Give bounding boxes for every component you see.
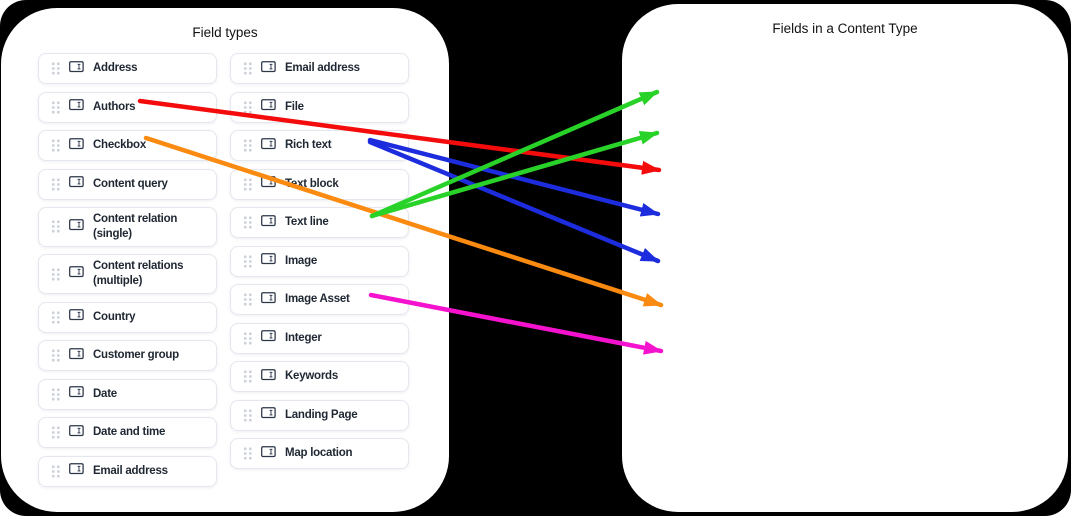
- field-type-input-icon: [69, 308, 84, 326]
- field-type-item[interactable]: Landing Page: [230, 399, 409, 431]
- field-type-item[interactable]: Date: [38, 378, 217, 410]
- field-type-input-icon: [261, 291, 276, 309]
- field-type-item[interactable]: Image: [230, 245, 409, 277]
- field-type-label: Content relations (multiple): [93, 260, 184, 288]
- field-type-input-icon: [69, 137, 84, 155]
- field-type-item[interactable]: Map location: [230, 438, 409, 469]
- field-type-item[interactable]: Email address: [230, 53, 409, 84]
- drag-handle-icon[interactable]: [244, 178, 252, 191]
- content-type-panel: Fields in a Content Type Title (ezstring…: [622, 4, 1068, 512]
- field-type-input-icon: [69, 98, 84, 116]
- field-type-item[interactable]: Country: [38, 301, 217, 333]
- field-types-panel: Field types Address: [1, 8, 449, 512]
- field-type-item[interactable]: Authors: [38, 91, 217, 123]
- field-type-input-icon: [69, 347, 84, 365]
- drag-handle-icon[interactable]: [52, 311, 60, 324]
- field-type-input-icon: [69, 175, 84, 193]
- field-type-label: Landing Page: [285, 408, 358, 421]
- field-types-panel-title: Field types: [192, 25, 258, 40]
- drag-handle-icon[interactable]: [52, 178, 60, 191]
- drag-handle-icon[interactable]: [52, 62, 60, 75]
- field-types-column-2: Email address File: [230, 53, 409, 487]
- drag-handle-icon[interactable]: [244, 370, 252, 383]
- drag-handle-icon[interactable]: [244, 409, 252, 422]
- drag-handle-icon[interactable]: [244, 447, 252, 460]
- drag-handle-icon[interactable]: [52, 220, 60, 233]
- field-type-label: Email address: [93, 464, 168, 477]
- drag-handle-icon[interactable]: [244, 62, 252, 75]
- field-type-label: Image: [285, 254, 317, 267]
- field-type-label: File: [285, 100, 304, 113]
- field-type-item[interactable]: Text block: [230, 168, 409, 200]
- field-type-label: Map location: [285, 447, 353, 460]
- field-type-label: Text block: [285, 177, 339, 190]
- field-type-label: Image Asset: [285, 293, 350, 306]
- field-types-column-1: Address Authors: [38, 53, 217, 487]
- field-type-label: Address: [93, 62, 138, 75]
- field-type-item[interactable]: Content relations (multiple): [38, 254, 217, 295]
- drag-handle-icon[interactable]: [244, 216, 252, 229]
- field-type-item[interactable]: File: [230, 91, 409, 123]
- drag-handle-icon[interactable]: [52, 465, 60, 478]
- field-type-input-icon: [69, 462, 84, 480]
- field-type-input-icon: [261, 60, 276, 78]
- field-type-input-icon: [261, 368, 276, 386]
- field-type-input-icon: [261, 98, 276, 116]
- field-type-label: Integer: [285, 331, 322, 344]
- field-type-item[interactable]: Content relation (single): [38, 207, 217, 247]
- field-type-label: Content query: [93, 177, 168, 190]
- drag-handle-icon[interactable]: [52, 139, 60, 152]
- field-type-input-icon: [69, 385, 84, 403]
- field-type-input-icon: [261, 175, 276, 193]
- drag-handle-icon[interactable]: [52, 268, 60, 281]
- drag-handle-icon[interactable]: [52, 426, 60, 439]
- field-type-item[interactable]: Integer: [230, 322, 409, 354]
- field-type-item[interactable]: Date and time: [38, 417, 217, 449]
- field-type-label: Content relation (single): [93, 213, 178, 240]
- field-type-label: Date and time: [93, 426, 166, 439]
- field-type-label: Email address: [285, 62, 360, 75]
- field-type-input-icon: [261, 406, 276, 424]
- drag-handle-icon[interactable]: [52, 388, 60, 401]
- field-type-label: Authors: [93, 100, 136, 113]
- field-type-label: Rich text: [285, 139, 332, 152]
- field-type-item[interactable]: Keywords: [230, 361, 409, 392]
- field-type-item[interactable]: Checkbox: [38, 130, 217, 161]
- drag-handle-icon[interactable]: [244, 139, 252, 152]
- drag-handle-icon[interactable]: [244, 332, 252, 345]
- field-type-input-icon: [69, 424, 84, 442]
- field-type-item[interactable]: Address: [38, 53, 217, 84]
- field-type-input-icon: [261, 252, 276, 270]
- field-type-input-icon: [261, 137, 276, 155]
- field-type-label: Text line: [285, 216, 329, 229]
- field-type-item[interactable]: Text line: [230, 207, 409, 238]
- drag-handle-icon[interactable]: [244, 101, 252, 114]
- drag-handle-icon[interactable]: [52, 349, 60, 362]
- drag-handle-icon[interactable]: [52, 101, 60, 114]
- content-type-panel-title: Fields in a Content Type: [772, 21, 918, 36]
- field-type-input-icon: [69, 265, 84, 283]
- field-type-item[interactable]: Rich text: [230, 130, 409, 161]
- field-type-input-icon: [69, 218, 84, 236]
- drag-handle-icon[interactable]: [244, 293, 252, 306]
- field-type-label: Keywords: [285, 370, 338, 383]
- field-type-label: Customer group: [93, 349, 179, 362]
- field-type-input-icon: [261, 445, 276, 463]
- field-type-label: Country: [93, 310, 136, 323]
- field-type-input-icon: [261, 329, 276, 347]
- field-types-columns: Address Authors: [38, 53, 409, 487]
- field-type-item[interactable]: Image Asset: [230, 284, 409, 315]
- field-type-item[interactable]: Content query: [38, 168, 217, 200]
- field-type-label: Date: [93, 387, 117, 400]
- field-type-input-icon: [261, 214, 276, 232]
- field-type-label: Checkbox: [93, 139, 146, 152]
- field-type-item[interactable]: Customer group: [38, 340, 217, 372]
- field-type-item[interactable]: Email address: [38, 455, 217, 487]
- drag-handle-icon[interactable]: [244, 255, 252, 268]
- field-type-input-icon: [69, 60, 84, 78]
